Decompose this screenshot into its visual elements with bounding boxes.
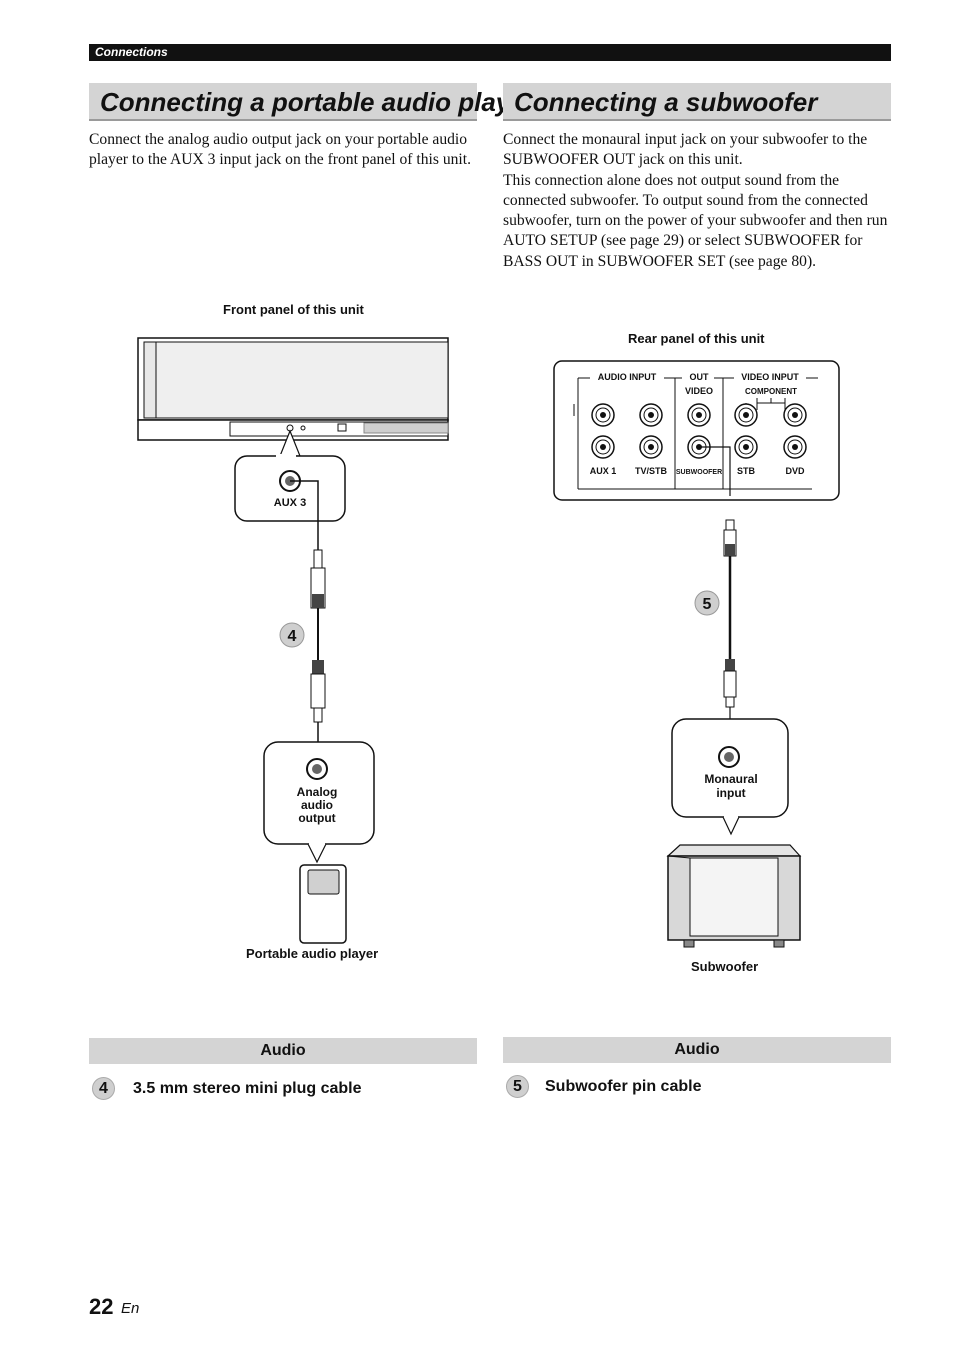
audio-input-label: AUDIO INPUT (598, 372, 657, 382)
analog-output-callout: Analog audio output (263, 741, 375, 864)
output-label-line-2: audio (301, 798, 333, 812)
page-language: En (121, 1300, 140, 1317)
jack-label-aux1: AUX 1 (590, 466, 617, 476)
right-body-text: Connect the monaural input jack on your … (503, 130, 895, 272)
left-title: Connecting a portable audio player (89, 83, 535, 121)
right-cable-label: Subwoofer pin cable (545, 1077, 702, 1095)
front-panel-drawing (137, 337, 449, 441)
svg-text:5: 5 (703, 596, 712, 613)
right-body-paragraph-1: Connect the monaural input jack on your … (503, 131, 868, 169)
input-label-line-1: Monaural (704, 772, 757, 786)
rear-panel-drawing: AUDIO INPUT OUT VIDEO INPUT VIDEO COMPON… (553, 360, 840, 501)
subwoofer-label: Subwoofer (691, 959, 759, 974)
right-cable-row: 5 Subwoofer pin cable (506, 1075, 701, 1098)
section-header-bar: Connections (89, 44, 891, 61)
jack-label-stb: STB (737, 466, 756, 476)
portable-player-diagram: AUX 3 4 Analog audio output (137, 337, 449, 944)
out-label: OUT (690, 372, 710, 382)
aux3-callout: AUX 3 (234, 429, 346, 522)
output-label-line-1: Analog (297, 785, 338, 799)
page-number: 22 (89, 1294, 114, 1319)
video-input-label: VIDEO INPUT (741, 372, 799, 382)
right-cable-number: 5 (506, 1075, 529, 1098)
aux3-label: AUX 3 (274, 497, 306, 509)
right-body-paragraph-2: This connection alone does not output so… (503, 171, 888, 270)
right-title: Connecting a subwoofer (503, 83, 891, 121)
svg-text:4: 4 (288, 628, 297, 645)
component-label: COMPONENT (745, 387, 797, 396)
rear-panel-label: Rear panel of this unit (628, 331, 765, 346)
left-audio-heading: Audio (89, 1038, 477, 1064)
jack-label-dvd: DVD (785, 466, 805, 476)
portable-player-label: Portable audio player (246, 946, 379, 961)
left-cable-number: 4 (92, 1077, 115, 1100)
left-cable-row: 4 3.5 mm stereo mini plug cable (92, 1077, 362, 1100)
portable-player-drawing (299, 864, 347, 944)
front-panel-label: Front panel of this unit (223, 302, 364, 317)
left-body-text: Connect the analog audio output jack on … (89, 131, 471, 169)
left-cable-label: 3.5 mm stereo mini plug cable (133, 1079, 362, 1097)
input-label-line-2: input (716, 786, 745, 800)
step-badge-5: 5 (694, 590, 720, 616)
video-label: VIDEO (685, 386, 713, 396)
jack-label-tvstb: TV/STB (635, 466, 668, 476)
step-badge-4: 4 (279, 622, 305, 648)
jack-label-subwoofer: SUBWOOFER (676, 469, 722, 476)
subwoofer-drawing (666, 844, 802, 948)
section-name: Connections (95, 45, 168, 59)
mini-plug-cable (290, 480, 326, 762)
right-audio-heading: Audio (503, 1037, 891, 1063)
monaural-input-callout: Monaural input (671, 718, 789, 836)
output-label-line-3: output (298, 811, 335, 825)
subwoofer-diagram: AUDIO INPUT OUT VIDEO INPUT VIDEO COMPON… (553, 360, 840, 948)
